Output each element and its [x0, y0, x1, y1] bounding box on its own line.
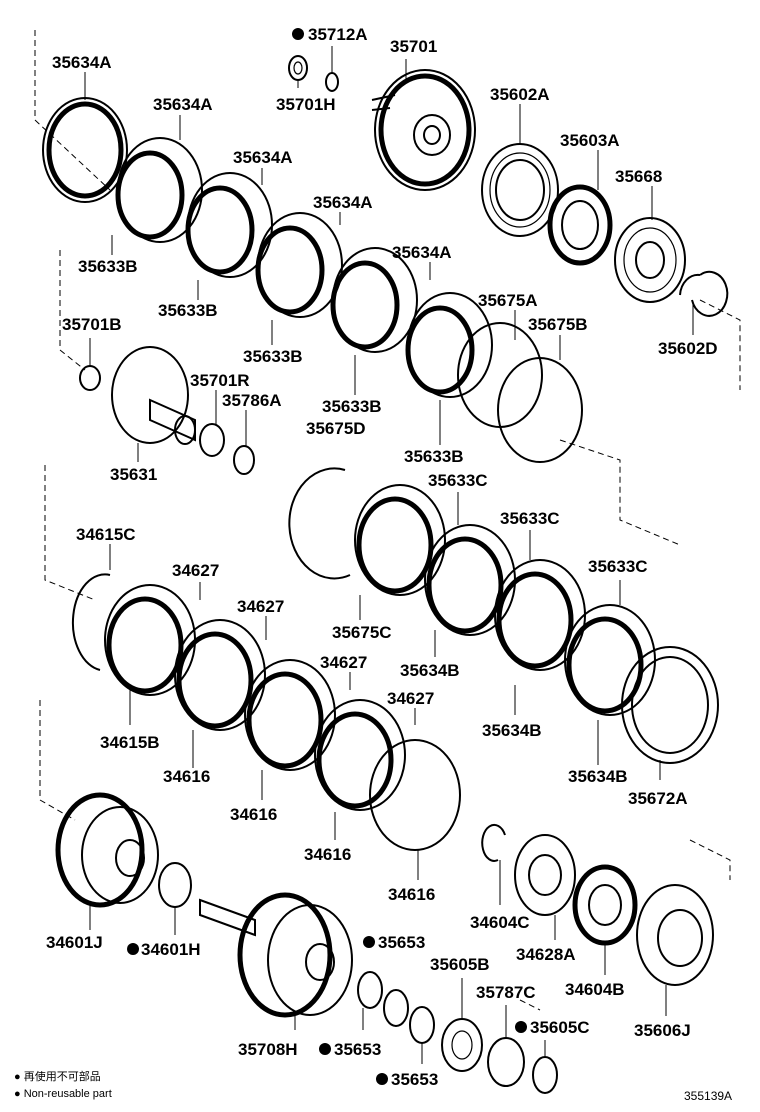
legend-line-1: ● 再使用不可部品: [14, 1069, 101, 1083]
snap-ring-34604C: [481, 823, 506, 862]
label-35603A: 35603A: [560, 131, 620, 150]
label-34604B: 34604B: [565, 980, 625, 999]
label-35602A: 35602A: [490, 85, 550, 104]
diagram-code: 355139A: [684, 1089, 732, 1103]
plate-stack-upper: [42, 97, 583, 463]
label-35701B: 35701B: [62, 315, 122, 334]
label-35633B-5: 35633B: [404, 447, 464, 466]
legend: ● 再使用不可部品 ● Non-reusable part: [14, 1069, 112, 1100]
label-35708H: 35708H: [238, 1040, 298, 1059]
label-35633C-1: 35633C: [428, 471, 488, 490]
label-34627-1: 34627: [172, 561, 219, 580]
plate-35672A: [621, 646, 719, 764]
label-35634A-4: 35634A: [313, 193, 373, 212]
washer-35712A: [288, 55, 308, 81]
label-35668: 35668: [615, 167, 662, 186]
label-35602D: 35602D: [658, 339, 718, 358]
race-35787C: [487, 1037, 525, 1087]
label-34601J: 34601J: [46, 933, 103, 952]
label-34616-2: 34616: [230, 805, 277, 824]
label-35634B-3: 35634B: [568, 767, 628, 786]
label-35653-1: 35653: [378, 933, 425, 952]
label-35633B-2: 35633B: [158, 301, 218, 320]
label-35633B-1: 35633B: [78, 257, 138, 276]
label-35605B: 35605B: [430, 955, 490, 974]
label-34628A: 34628A: [516, 945, 576, 964]
shaft-35631: [111, 346, 196, 445]
label-35633C-2: 35633C: [500, 509, 560, 528]
label-35605C: 35605C: [530, 1018, 590, 1037]
label-35701: 35701: [390, 37, 437, 56]
label-35675D: 35675D: [306, 419, 366, 438]
bearing-35603A: [547, 184, 613, 266]
plate-34628A: [514, 834, 576, 916]
label-35675C: 35675C: [332, 623, 392, 642]
leader-lines: [84, 46, 694, 1064]
label-34627-3: 34627: [320, 653, 367, 672]
o-ring-34601H: [158, 862, 192, 908]
o-ring-35653-c: [409, 1006, 435, 1044]
label-35653-2: 35653: [334, 1040, 381, 1059]
ring-35701H: [325, 72, 339, 92]
label-34601H: 34601H: [141, 940, 201, 959]
labels: 35712A 35701 35634A 35701H 35602A 35634A…: [46, 25, 718, 1089]
middle-assembly: [71, 467, 719, 851]
drum-35701: [371, 69, 476, 191]
bearing-35605B: [441, 1018, 483, 1072]
label-34604C: 34604C: [470, 913, 530, 932]
label-35634B-1: 35634B: [400, 661, 460, 680]
label-35701R: 35701R: [190, 371, 250, 390]
label-35633B-4: 35633B: [322, 397, 382, 416]
bearing-34604B: [572, 864, 638, 946]
label-35634A-1: 35634A: [52, 53, 112, 72]
upper-assembly: [42, 55, 729, 475]
label-35634A-2: 35634A: [153, 95, 213, 114]
snap-ring-35675D: [288, 467, 351, 580]
label-34616-1: 34616: [163, 767, 210, 786]
label-34616-3: 34616: [304, 845, 351, 864]
label-35672A: 35672A: [628, 789, 688, 808]
label-35606J: 35606J: [634, 1021, 691, 1040]
o-ring-35653-a: [357, 971, 383, 1009]
label-35675A: 35675A: [478, 291, 538, 310]
label-35675B: 35675B: [528, 315, 588, 334]
snap-ring-34615C: [71, 573, 111, 671]
label-35634B-2: 35634B: [482, 721, 542, 740]
label-34627-2: 34627: [237, 597, 284, 616]
label-35786A: 35786A: [222, 391, 282, 410]
label-35701H: 35701H: [276, 95, 336, 114]
piston-35602A: [481, 143, 559, 237]
snap-ring-35602D: [691, 270, 729, 317]
label-34615C: 34615C: [76, 525, 136, 544]
label-35633C-3: 35633C: [588, 557, 648, 576]
o-ring-35653-b: [383, 989, 409, 1027]
label-35634A-3: 35634A: [233, 148, 293, 167]
legend-line-2: ● Non-reusable part: [14, 1088, 112, 1100]
label-35631: 35631: [110, 465, 157, 484]
spring-35668: [614, 217, 686, 303]
label-34616-4: 34616: [388, 885, 435, 904]
label-34627-4: 34627: [387, 689, 434, 708]
bearing-35701R: [199, 423, 225, 457]
label-35653-3: 35653: [391, 1070, 438, 1089]
label-34615B: 34615B: [100, 733, 160, 752]
bearing-35605C: [532, 1056, 558, 1094]
label-35633B-3: 35633B: [243, 347, 303, 366]
drum-34601J: [55, 792, 159, 908]
lower-assembly: [55, 792, 714, 1094]
label-35712A: 35712A: [308, 25, 368, 44]
drum-35708H: [199, 892, 353, 1018]
label-35634A-5: 35634A: [392, 243, 452, 262]
gear-35606J: [636, 884, 714, 986]
seal-35786A: [233, 445, 255, 475]
label-35787C: 35787C: [476, 983, 536, 1002]
washer-35701B: [79, 365, 101, 391]
